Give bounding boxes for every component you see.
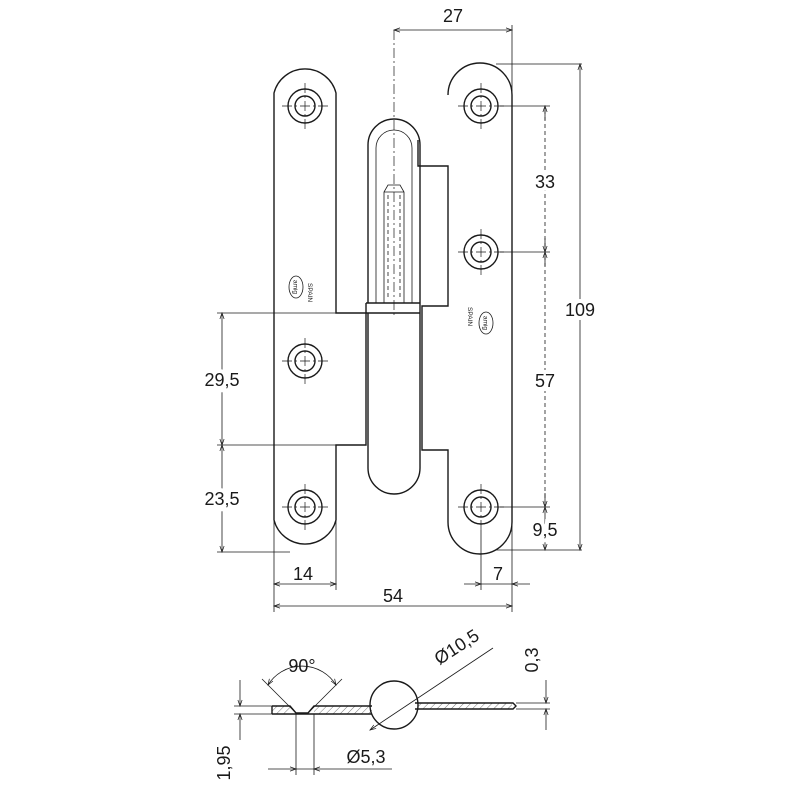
dim-left-leaf-width: 14	[293, 564, 313, 584]
dim-pin-diameter: Ø10,5	[431, 625, 483, 668]
dim-overall-height: 109	[565, 300, 595, 320]
knuckle-lower	[367, 313, 421, 495]
section-view: 90° Ø10,5 0,3 1,95 Ø5,3	[214, 625, 550, 781]
right-leaf-outline	[417, 62, 513, 555]
left-leaf-outline	[273, 68, 367, 545]
screw-hole-right-bottom	[458, 484, 504, 530]
brand-stamp-left-origin: SPAIN	[306, 283, 313, 302]
dimension-lines: 27 33 57 9,5 109 29,5 23,5	[200, 6, 599, 612]
screw-hole-right-middle	[458, 229, 504, 275]
knuckle-section	[369, 680, 419, 730]
dim-left-bottom: 23,5	[204, 489, 239, 509]
screw-hole-left-middle	[282, 338, 328, 384]
brand-stamp-right-brand: amig	[482, 316, 489, 330]
screw-hole-left-top	[282, 83, 328, 129]
dim-hole-diameter: Ø5,3	[346, 747, 385, 767]
front-view: amig SPAIN amig SPAIN	[273, 30, 513, 555]
dim-overall-width: 54	[383, 586, 403, 606]
dim-right-lower: 57	[535, 371, 555, 391]
brand-stamp-right: amig SPAIN	[466, 307, 494, 335]
screw-hole-left-bottom	[282, 484, 328, 530]
pin-rod	[383, 184, 405, 303]
screw-hole-right-top	[458, 83, 504, 129]
dim-right-edge: 7	[493, 564, 503, 584]
dim-countersink-angle: 90°	[288, 656, 315, 676]
brand-stamp-left: amig SPAIN	[288, 275, 313, 302]
brand-stamp-left-brand: amig	[292, 280, 299, 294]
dim-right-upper: 33	[535, 172, 555, 192]
pin-upper-loop	[367, 118, 421, 303]
brand-stamp-right-origin: SPAIN	[466, 307, 473, 326]
dim-left-upper: 29,5	[204, 370, 239, 390]
dim-right-bottom: 9,5	[532, 520, 557, 540]
dim-gap: 0,3	[522, 647, 542, 672]
dim-top-width: 27	[443, 6, 463, 26]
dim-plate-thickness: 1,95	[214, 745, 234, 780]
